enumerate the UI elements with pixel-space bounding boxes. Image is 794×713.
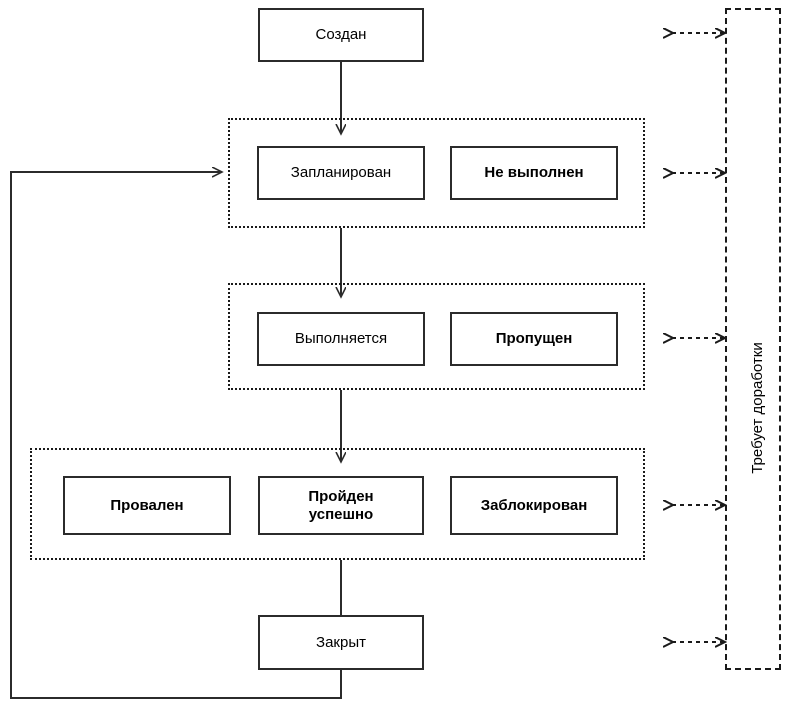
node-failed[interactable]: Провален xyxy=(63,476,231,535)
node-planned[interactable]: Запланирован xyxy=(257,146,425,200)
group-results xyxy=(30,448,645,560)
rework-arrows xyxy=(672,33,724,642)
group-running xyxy=(228,283,645,390)
node-passed[interactable]: Пройден успешно xyxy=(258,476,424,535)
node-closed[interactable]: Закрыт xyxy=(258,615,424,670)
rework-label: Требует доработки xyxy=(749,342,766,474)
edge-closed-feedback-loop xyxy=(10,172,342,699)
node-not-executed[interactable]: Не выполнен xyxy=(450,146,618,200)
node-skipped[interactable]: Пропущен xyxy=(450,312,618,366)
node-blocked[interactable]: Заблокирован xyxy=(450,476,618,535)
node-in-progress[interactable]: Выполняется xyxy=(257,312,425,366)
group-planned xyxy=(228,118,645,228)
node-created[interactable]: Создан xyxy=(258,8,424,62)
